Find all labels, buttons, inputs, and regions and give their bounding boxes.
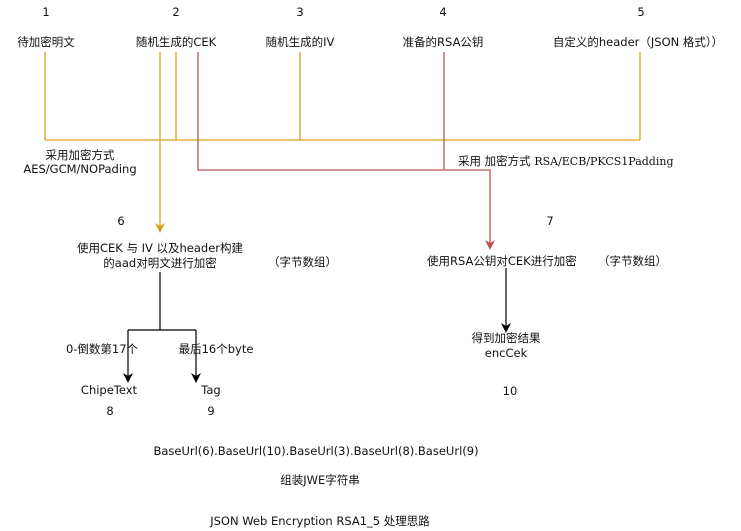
output-enccek-line2: encCek [484,346,528,360]
assembly-caption: 组装JWE字符串 [280,473,360,487]
step-7-label: 使用RSA公钥对CEK进行加密 [427,254,577,268]
red-connector [197,52,495,250]
step-6-line1: 使用CEK 与 IV 以及header构建 [76,241,244,255]
input-2-number: 2 [172,5,180,19]
step-6-note: （字节数组） [268,255,337,269]
input-3-label: 随机生成的IV [265,35,335,49]
step-7-number: 7 [546,214,554,228]
step-6-line2: 的aad对明文进行加密 [103,256,217,270]
rsa-note-prefix: 采用 加密方式 [458,154,535,168]
output-enccek-number: 10 [502,384,518,398]
split-right-label: 最后16个byte [178,342,254,356]
output-ciphertext-label: ChipeText [80,383,138,397]
input-4-number: 4 [439,5,447,19]
output-tag-number: 9 [207,404,215,418]
input-5-label: 自定义的header（JSON 格式）） [552,35,724,49]
output-ciphertext-number: 8 [106,404,114,418]
gold-connector [44,52,641,233]
aes-note-line1: 采用加密方式 [45,148,115,162]
step-6-number: 6 [117,214,125,228]
output-tag-label: Tag [201,383,221,397]
split-connector [123,272,201,383]
input-1-label: 待加密明文 [17,35,75,49]
output-enccek-line1: 得到加密结果 [471,331,541,345]
input-1-number: 1 [42,5,50,19]
input-4-label: 准备的RSA公钥 [402,35,484,49]
input-5-number: 5 [637,5,645,19]
input-3-number: 3 [296,5,304,19]
assembly-formula: BaseUrl(6).BaseUrl(10).BaseUrl(3).BaseUr… [153,444,479,458]
step-7-note: （字节数组） [598,254,667,268]
input-2-label: 随机生成的CEK [135,35,217,49]
diagram-title: JSON Web Encryption RSA1_5 处理思路 [210,514,430,528]
rsa-note-algo: RSA/ECB/PKCS1Padding [534,155,674,168]
split-left-label: 0-倒数第17个 [65,342,139,356]
rsa-note: 采用 加密方式 RSA/ECB/PKCS1Padding [458,154,673,169]
aes-note-line2: AES/GCM/NOPading [23,162,137,176]
